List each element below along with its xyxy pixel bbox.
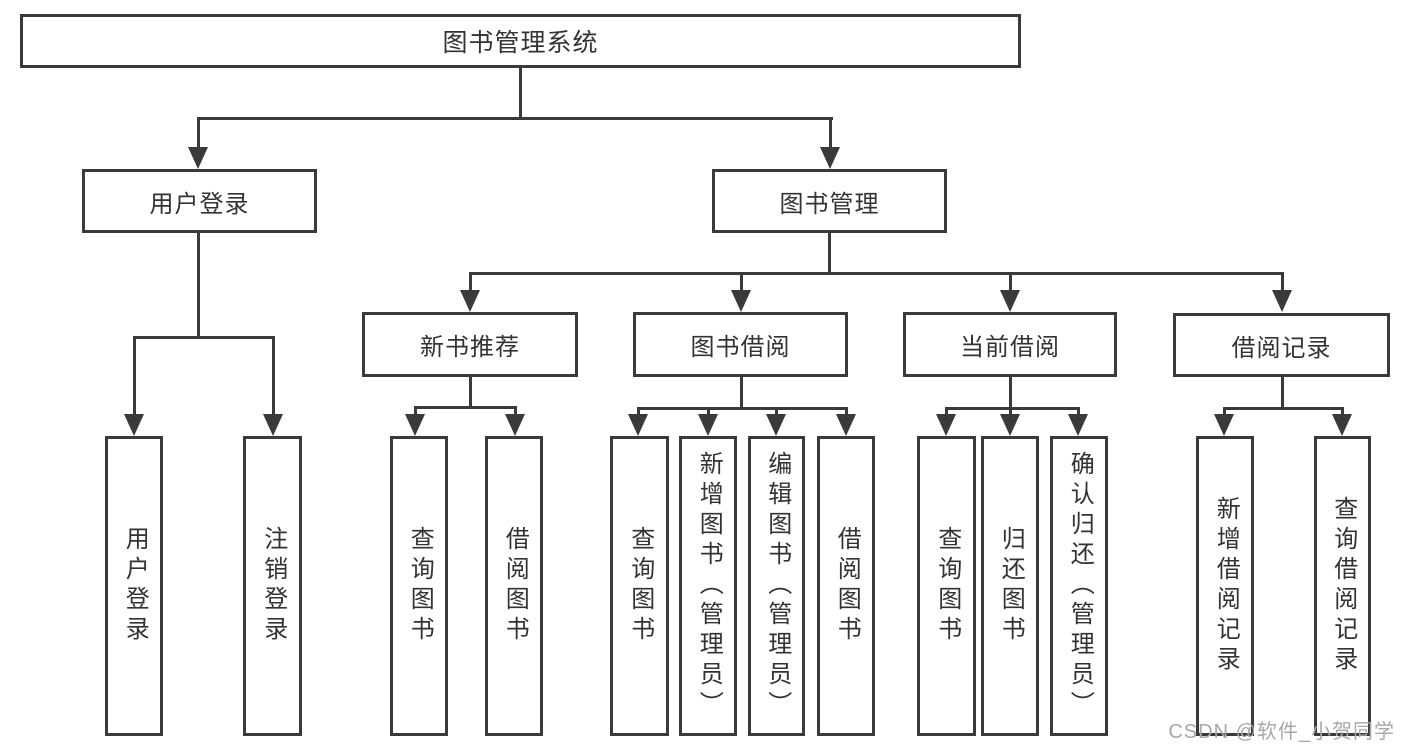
node-label: 用户登录 (149, 190, 250, 218)
leaf-label: 查询图书 (626, 526, 654, 646)
leaf-borrow-books: 借阅图书 (817, 436, 875, 736)
arrow-down-icon (698, 414, 718, 436)
leaf-logout: 注销登录 (243, 436, 302, 736)
leaf-label: 借阅图书 (833, 526, 861, 646)
leaf-label: 新增图书（管理员） (695, 451, 723, 721)
leaf-label: 查询借阅记录 (1329, 496, 1357, 676)
connector-line (469, 272, 1284, 275)
connector-line (945, 407, 1080, 410)
leaf-return-books: 归还图书 (981, 436, 1039, 736)
connector-line (197, 117, 200, 151)
arrow-down-icon (405, 414, 425, 436)
node-user-login: 用户登录 (82, 169, 317, 233)
arrow-down-icon (1068, 414, 1088, 436)
leaf-label: 查询图书 (406, 526, 434, 646)
node-label: 当前借阅 (960, 334, 1060, 361)
connector-line (945, 407, 948, 418)
connector-line (1009, 272, 1012, 292)
arrow-down-icon (460, 290, 480, 312)
leaf-query-books: 查询图书 (610, 436, 669, 736)
leaf-label: 用户登录 (121, 526, 149, 646)
connector-line (1341, 407, 1344, 418)
node-current-borrowing: 当前借阅 (903, 312, 1117, 377)
arrow-down-icon (505, 414, 525, 436)
connector-line (828, 230, 831, 275)
leaf-label: 查询图书 (933, 526, 961, 646)
leaf-query-borrow-record: 查询借阅记录 (1314, 436, 1371, 736)
arrow-down-icon (263, 414, 283, 436)
csdn-watermark: CSDN @软件_小贺同学 (1168, 721, 1395, 743)
connector-line (1281, 272, 1284, 292)
arrow-down-icon (820, 147, 840, 169)
leaf-add-borrow-record: 新增借阅记录 (1196, 436, 1254, 736)
connector-line (197, 230, 200, 338)
connector-line (133, 336, 136, 416)
leaf-label: 确认归还（管理员） (1066, 451, 1094, 721)
leaf-label: 归还图书 (997, 526, 1025, 646)
node-label: 借阅记录 (1231, 334, 1332, 362)
connector-line (740, 272, 743, 292)
leaf-edit-books-admin: 编辑图书（管理员） (748, 436, 805, 736)
connector-line (469, 272, 472, 292)
node-new-book-recommend: 新书推荐 (362, 312, 578, 377)
connector-line (1009, 375, 1012, 410)
leaf-label: 注销登录 (259, 526, 287, 646)
leaf-label: 借阅图书 (501, 526, 529, 646)
leaf-add-books-admin: 新增图书（管理员） (679, 436, 737, 736)
arrow-down-icon (124, 414, 144, 436)
node-label: 新书推荐 (420, 334, 520, 361)
arrow-down-icon (731, 290, 751, 312)
node-label: 图书管理系统 (442, 29, 599, 57)
arrow-down-icon (836, 414, 856, 436)
leaf-borrow-books-recommend: 借阅图书 (485, 436, 543, 736)
connector-line (1281, 375, 1284, 410)
connector-line (514, 406, 517, 418)
connector-line (1223, 407, 1226, 418)
connector-line (740, 375, 743, 410)
node-label: 图书管理 (779, 190, 880, 218)
arrow-down-icon (936, 414, 956, 436)
connector-line (272, 336, 275, 416)
node-borrowing-records: 借阅记录 (1173, 313, 1390, 377)
connector-line (519, 66, 522, 119)
arrow-down-icon (766, 414, 786, 436)
connector-line (197, 117, 833, 120)
connector-line (1077, 407, 1080, 418)
arrow-down-icon (1214, 414, 1234, 436)
node-library-management-system: 图书管理系统 (20, 14, 1021, 68)
arrow-down-icon (1272, 290, 1292, 312)
arrow-down-icon (1000, 290, 1020, 312)
connector-line (1009, 407, 1012, 418)
leaf-label: 编辑图书（管理员） (763, 451, 791, 721)
connector-line (414, 406, 417, 418)
connector-line (637, 407, 640, 418)
connector-line (414, 406, 517, 409)
leaf-query-books-current: 查询图书 (917, 436, 976, 736)
connector-line (1223, 407, 1343, 410)
node-label: 图书借阅 (690, 334, 791, 361)
connector-line (845, 407, 848, 418)
arrow-down-icon (1332, 414, 1352, 436)
arrow-down-icon (188, 147, 208, 169)
connector-line (707, 407, 710, 418)
connector-line (469, 375, 472, 409)
node-book-management: 图书管理 (712, 169, 947, 233)
leaf-user-login: 用户登录 (105, 436, 163, 736)
arrow-down-icon (1000, 414, 1020, 436)
node-book-borrowing: 图书借阅 (633, 312, 848, 377)
connector-line (133, 336, 275, 339)
leaf-label: 新增借阅记录 (1212, 496, 1240, 676)
connector-line (637, 407, 848, 410)
leaf-confirm-return-admin: 确认归还（管理员） (1050, 436, 1108, 736)
arrow-down-icon (628, 414, 648, 436)
leaf-query-books-recommend: 查询图书 (390, 436, 448, 736)
connector-line (775, 407, 778, 418)
connector-line (829, 117, 832, 151)
